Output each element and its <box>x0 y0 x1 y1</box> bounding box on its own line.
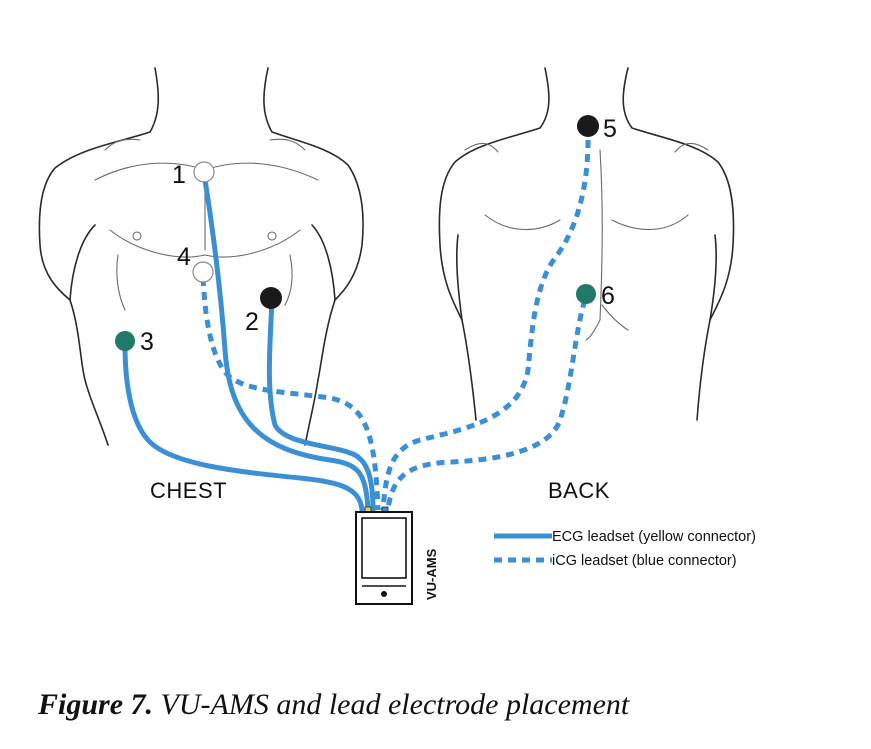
chest-label: CHEST <box>150 478 227 503</box>
device-label: VU-AMS <box>424 548 439 600</box>
device-button <box>381 591 387 597</box>
legend-ecg-label: ECG leadset (yellow connector) <box>552 529 756 545</box>
ecg-lead-electrode-2 <box>266 297 376 513</box>
electrode-4-pad <box>192 261 214 283</box>
icg-lead-electrode-6 <box>385 299 588 511</box>
icg-leads <box>200 139 591 511</box>
electrode-1-pad <box>193 161 215 183</box>
back-body-details <box>464 142 709 341</box>
legend-icg-label: iCG leadset (blue connector) <box>552 553 737 569</box>
figure-caption: Figure 7. VU-AMS and lead electrode plac… <box>38 688 838 722</box>
electrode-5-pad <box>577 115 599 137</box>
electrode-5-label: 5 <box>603 115 617 143</box>
electrodes: 1 2 3 4 5 6 <box>115 115 617 356</box>
electrode-placement-diagram: 1 2 3 4 5 6 CHEST BACK VU-AMS ECG leadse… <box>38 67 756 605</box>
vu-ams-device: VU-AMS <box>355 506 439 605</box>
electrode-2-pad <box>260 287 282 309</box>
ecg-leads <box>122 171 376 513</box>
back-label: BACK <box>548 478 610 503</box>
ecg-lead-electrode-1 <box>201 171 371 513</box>
electrode-6-pad <box>576 284 596 304</box>
legend: ECG leadset (yellow connector) iCG leads… <box>494 529 756 569</box>
electrode-1-label: 1 <box>172 161 186 189</box>
figure-caption-text: VU-AMS and lead electrode placement <box>160 688 630 721</box>
electrode-2-label: 2 <box>245 308 259 336</box>
icg-lead-electrode-4 <box>200 277 381 511</box>
ecg-lead-electrode-3 <box>122 342 365 513</box>
back-torso-outline <box>438 67 735 421</box>
electrode-3-pad <box>115 331 135 351</box>
icg-lead-electrode-5 <box>380 139 591 511</box>
chest-torso-outline <box>38 67 364 446</box>
electrode-6-label: 6 <box>601 282 615 310</box>
device-body <box>355 511 413 605</box>
electrode-3-label: 3 <box>140 328 154 356</box>
electrode-4-label: 4 <box>177 243 191 271</box>
figure-caption-label: Figure 7. <box>38 688 154 721</box>
device-screen <box>361 517 407 579</box>
